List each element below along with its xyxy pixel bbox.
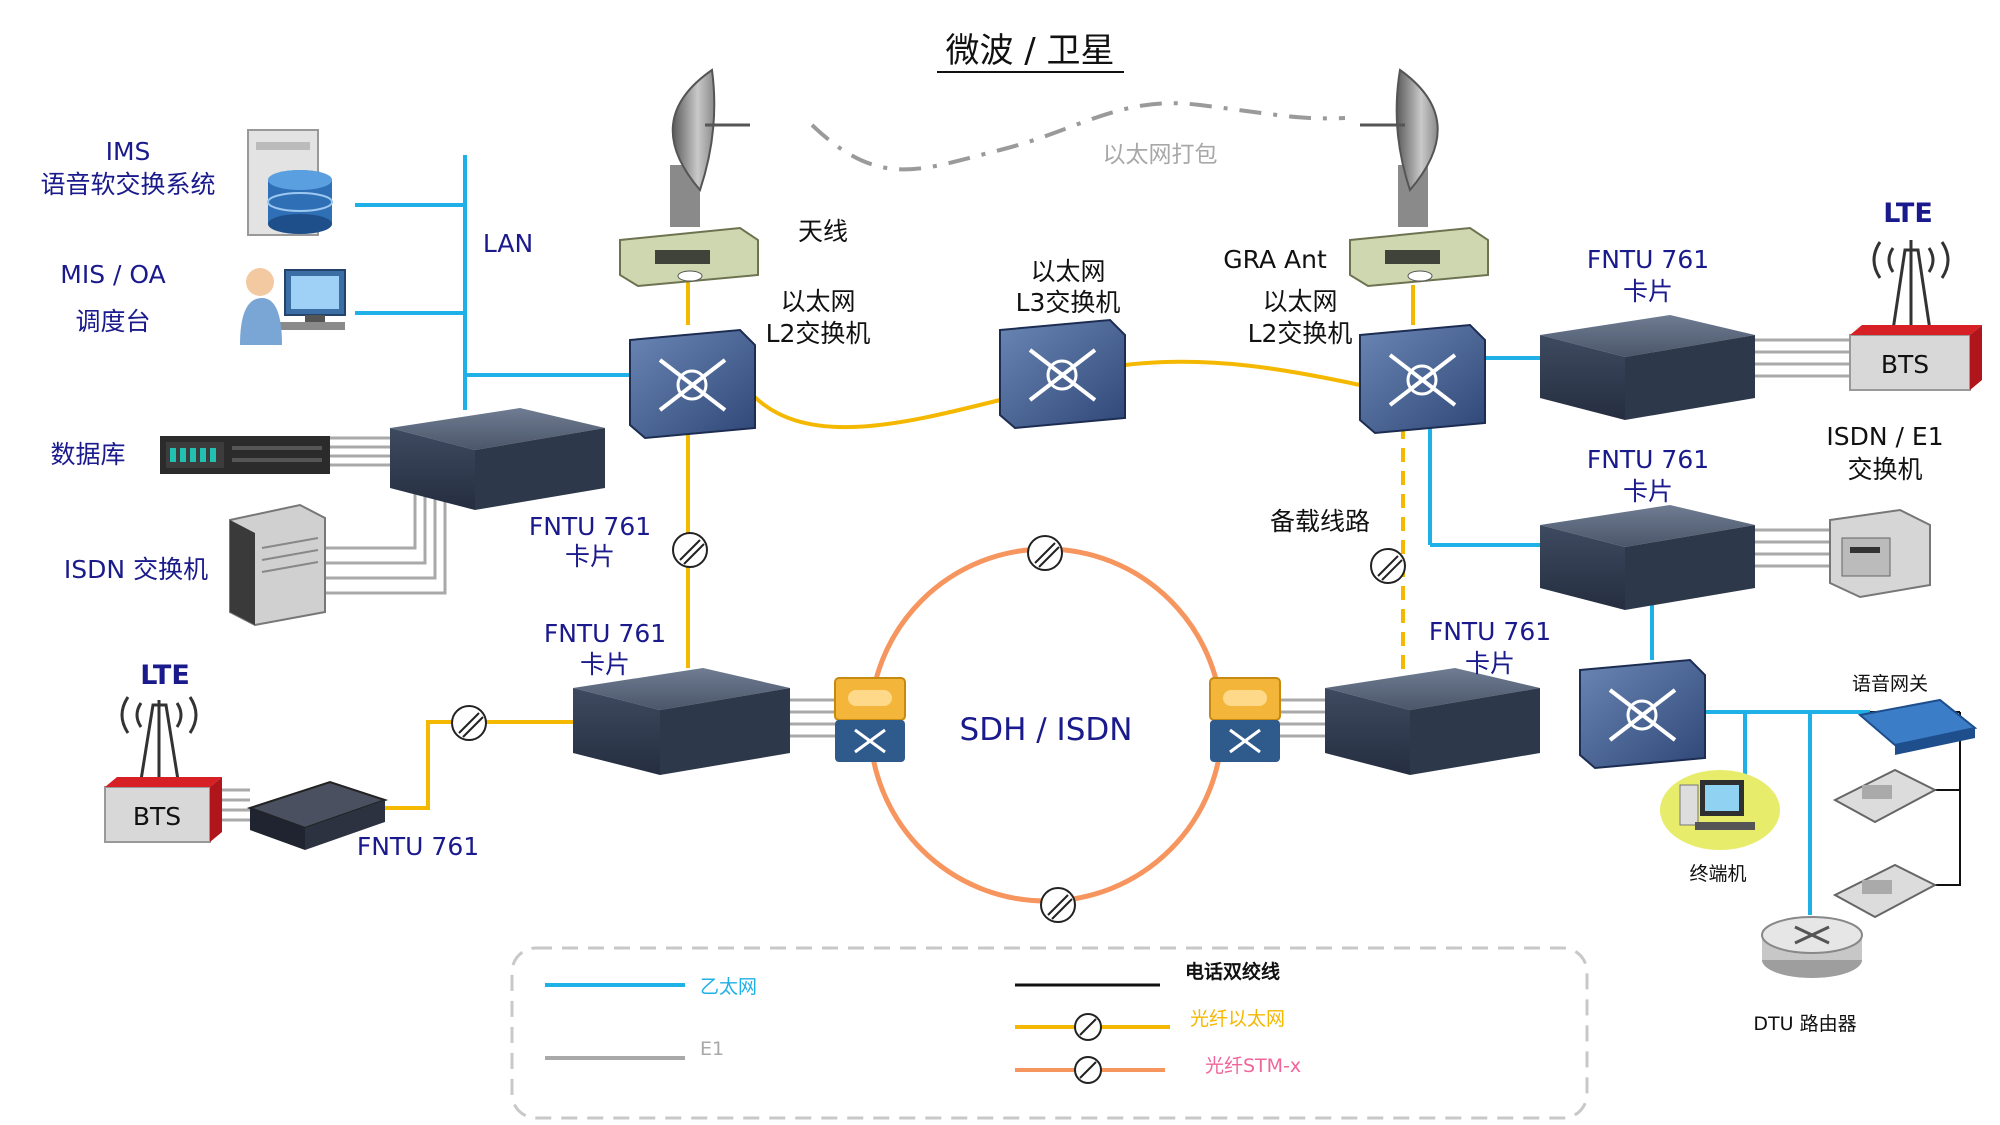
e1-lines: [210, 338, 1850, 822]
dtu-router-icon: [1761, 916, 1863, 978]
antenna-right-label: GRA Ant: [1223, 245, 1327, 274]
l3-label-a: 以太网: [1030, 257, 1105, 286]
antenna-left-icon: [619, 68, 759, 288]
antenna-right-icon: [1349, 68, 1489, 288]
fntu-right-ring-label-b: 卡片: [1465, 649, 1515, 678]
fntu-card-left-ring-icon: [573, 668, 790, 775]
dtu-router-label: DTU 路由器: [1753, 1013, 1856, 1035]
lte-tower-bottom-left-icon: [120, 696, 198, 782]
mis-sub-label: 调度台: [75, 307, 150, 336]
terminal-label: 终端机: [1689, 863, 1746, 885]
fntu-mid-right-label-a: FNTU 761: [1587, 445, 1709, 474]
phone-2-icon: [1832, 863, 1938, 919]
l2-switch-right-icon: [1359, 323, 1486, 435]
fntu-left-ring-label-b: 卡片: [580, 650, 630, 679]
fntu-card-mid-right-icon: [1540, 505, 1755, 610]
isdn-switch-label: ISDN 交换机: [64, 555, 208, 584]
legend-ethernet: 乙太网: [700, 976, 757, 998]
fntu-top-right-label-a: FNTU 761: [1587, 245, 1709, 274]
ethernet-packing-label: 以太网打包: [1103, 142, 1218, 168]
backup-line-label: 备载线路: [1270, 507, 1370, 536]
terminal-icon: [1660, 770, 1780, 850]
isdn-switch-icon: [229, 503, 326, 627]
legend-e1: E1: [700, 1038, 724, 1060]
lte-top-label: LTE: [1883, 198, 1933, 229]
ims-label: IMS: [106, 137, 151, 166]
fntu-right-ring-label-a: FNTU 761: [1429, 617, 1551, 646]
l3-label-b: L3交换机: [1016, 288, 1121, 317]
ims-server-icon: [247, 129, 333, 236]
fntu-left-mid-label-a: FNTU 761: [529, 512, 651, 541]
phone-1-icon: [1832, 768, 1938, 824]
database-icon: [160, 436, 330, 474]
voice-gateway-label: 语音网关: [1852, 673, 1928, 695]
operator-icon: [240, 268, 346, 345]
legend-fiber-ethernet: 光纤以太网: [1190, 1008, 1285, 1030]
bts-bottom-left-icon: [104, 777, 222, 843]
voice-gateway-icon: [1857, 698, 1978, 755]
database-label: 数据库: [50, 440, 125, 469]
legend-phone-pair: 电话双绞线: [1185, 960, 1280, 983]
legend: 乙太网 E1 电话双绞线 光纤以太网 光纤STM-x: [510, 946, 1589, 1120]
isdn-e1-switch-icon: [1829, 508, 1931, 599]
bottom-right-switch-icon: [1579, 658, 1706, 770]
lte-bottom-left-label: LTE: [140, 660, 190, 691]
page-title: 微波 / 卫星: [945, 31, 1114, 71]
fntu-card-right-ring-icon: [1325, 668, 1540, 775]
l2-switch-left-icon: [629, 328, 756, 440]
l3-switch-icon: [999, 318, 1126, 430]
ims-sub-label: 语音软交换系统: [40, 170, 215, 199]
right-l2-label-b: L2交换机: [1248, 319, 1353, 348]
fntu-left-mid-label-b: 卡片: [565, 542, 615, 571]
fntu-bottom-left-label: FNTU 761: [357, 832, 479, 861]
mis-label: MIS / OA: [60, 260, 165, 289]
lan-label: LAN: [483, 229, 533, 258]
isdn-e1-label-a: ISDN / E1: [1826, 422, 1943, 451]
wireless-link: [810, 101, 1346, 172]
left-l2-label-a: 以太网: [780, 287, 855, 316]
isdn-e1-label-b: 交换机: [1847, 455, 1922, 484]
sdh-node-left-icon: [834, 677, 906, 762]
fntu-card-left-mid-icon: [390, 408, 605, 510]
fntu-left-ring-label-a: FNTU 761: [544, 619, 666, 648]
sdh-node-right-icon: [1209, 677, 1281, 762]
fiber-markers: [451, 532, 1406, 923]
bts-top-label: BTS: [1881, 350, 1929, 379]
ring-label: SDH / ISDN: [960, 712, 1133, 748]
fntu-card-top-right-icon: [1540, 315, 1755, 420]
fntu-bottom-left-icon: [246, 780, 389, 850]
left-l2-label-b: L2交换机: [766, 319, 871, 348]
antenna-left-label: 天线: [798, 217, 848, 246]
right-l2-label-a: 以太网: [1262, 287, 1337, 316]
lte-tower-top-icon: [1872, 240, 1950, 332]
fntu-top-right-label-b: 卡片: [1623, 277, 1673, 306]
bts-top-icon: [1849, 325, 1982, 391]
legend-fiber-stm: 光纤STM-x: [1205, 1055, 1301, 1077]
fntu-mid-right-label-b: 卡片: [1623, 477, 1673, 506]
bts-bottom-left-label: BTS: [133, 802, 181, 831]
